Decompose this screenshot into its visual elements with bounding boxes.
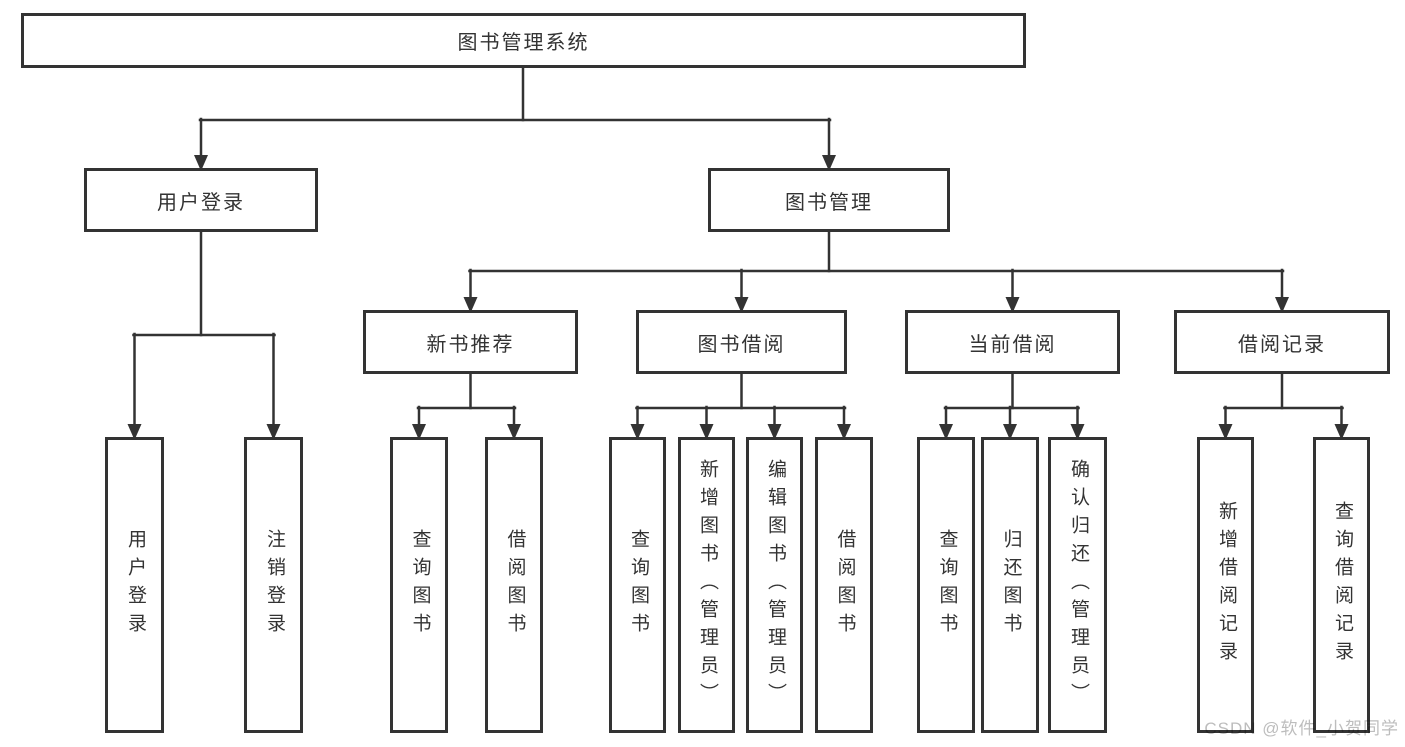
leaf-return-book-label: 归还图书 <box>1000 529 1022 641</box>
watermark: CSDN @软件_小贺同学 <box>1204 719 1399 738</box>
leaf-borrow-books-recommend: 借阅图书 <box>485 437 543 733</box>
node-root: 图书管理系统 <box>21 13 1026 68</box>
node-current-borrow-label: 当前借阅 <box>968 333 1057 356</box>
node-user-login: 用户登录 <box>84 168 318 232</box>
leaf-logout: 注销登录 <box>244 437 303 733</box>
node-book-management: 图书管理 <box>708 168 950 232</box>
node-user-login-label: 用户登录 <box>157 191 245 214</box>
leaf-return-book: 归还图书 <box>981 437 1039 733</box>
node-borrow-records: 借阅记录 <box>1174 310 1390 374</box>
leaf-logout-label: 注销登录 <box>263 529 285 641</box>
leaf-borrow-books: 借阅图书 <box>815 437 873 733</box>
leaf-add-borrow-record-label: 新增借阅记录 <box>1215 501 1237 669</box>
leaf-user-login-label: 用户登录 <box>124 529 146 641</box>
leaf-query-books-recommend: 查询图书 <box>390 437 448 733</box>
leaf-edit-book-admin: 编辑图书（管理员） <box>746 437 803 733</box>
leaf-add-borrow-record: 新增借阅记录 <box>1197 437 1254 733</box>
leaf-user-login: 用户登录 <box>105 437 164 733</box>
node-book-management-label: 图书管理 <box>785 191 873 214</box>
leaf-query-books-recommend-label: 查询图书 <box>409 529 431 641</box>
leaf-query-books-borrow-label: 查询图书 <box>627 529 649 641</box>
leaf-edit-book-admin-label: 编辑图书（管理员） <box>764 459 786 711</box>
leaf-confirm-return-admin-label: 确认归还（管理员） <box>1067 459 1089 711</box>
leaf-query-books-current: 查询图书 <box>917 437 975 733</box>
node-book-borrow-label: 图书借阅 <box>697 333 786 356</box>
node-root-label: 图书管理系统 <box>457 32 590 54</box>
leaf-borrow-books-label: 借阅图书 <box>834 529 856 641</box>
leaf-query-borrow-record: 查询借阅记录 <box>1313 437 1370 733</box>
leaf-borrow-books-recommend-label: 借阅图书 <box>504 529 526 641</box>
leaf-query-books-current-label: 查询图书 <box>936 529 958 641</box>
node-new-book-recommend-label: 新书推荐 <box>426 333 515 356</box>
leaf-confirm-return-admin: 确认归还（管理员） <box>1048 437 1107 733</box>
leaf-query-books-borrow: 查询图书 <box>609 437 666 733</box>
node-book-borrow: 图书借阅 <box>636 310 847 374</box>
node-current-borrow: 当前借阅 <box>905 310 1120 374</box>
leaf-add-book-admin: 新增图书（管理员） <box>678 437 735 733</box>
node-borrow-records-label: 借阅记录 <box>1238 333 1326 356</box>
leaf-query-borrow-record-label: 查询借阅记录 <box>1331 501 1353 669</box>
leaf-add-book-admin-label: 新增图书（管理员） <box>696 459 718 711</box>
node-new-book-recommend: 新书推荐 <box>363 310 578 374</box>
